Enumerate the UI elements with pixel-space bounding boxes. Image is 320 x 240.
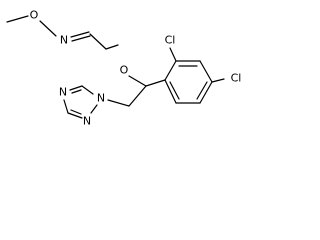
bond-ch-ch2 — [89, 33, 107, 50]
bonds — [6, 15, 166, 107]
bond-ch-ch2-triazole — [128, 85, 147, 107]
tz-bond-c3-n2 — [67, 112, 83, 119]
bond-ch2-oether — [105, 44, 119, 50]
tz-bond-n1-c5 — [81, 85, 94, 95]
bond-n-ch-double-2 — [71, 35, 91, 42]
atom-n-triazole-1: N — [97, 92, 105, 105]
atom-n-oxime: N — [60, 34, 68, 47]
atom-cl-ortho: Cl — [165, 34, 176, 47]
atom-o-methoxy: O — [30, 9, 39, 22]
chemical-structure-diagram: O N O Cl Cl N N N — [6, 9, 242, 128]
bond-ring-cl-para — [211, 78, 225, 83]
atom-o-ether: O — [120, 64, 129, 77]
bond-ch2-ntz — [107, 99, 130, 107]
bond-methyl-o — [6, 15, 29, 23]
tz-bond-c5-n4 — [69, 85, 83, 91]
ring-bond-4 — [199, 81, 213, 104]
tz-bond-n4-c3 — [63, 99, 69, 114]
tz-bond-n2-n1 — [90, 104, 98, 114]
bond-ring-cl-ortho — [169, 47, 177, 62]
ring-double-2 — [196, 81, 208, 100]
triazole-ring — [63, 85, 98, 119]
atom-n-triazole-4: N — [59, 86, 67, 99]
bond-oether-ch-main — [128, 75, 147, 87]
tz-bond-c3-n2-double — [70, 109, 82, 115]
atom-cl-para: Cl — [231, 72, 242, 85]
ring-bond-1 — [164, 60, 177, 81]
benzene-ring — [164, 47, 225, 104]
bond-o-n — [39, 20, 57, 37]
ring-bond-6 — [164, 79, 177, 104]
bond-ch-aryl — [145, 79, 166, 87]
tz-bond-c5-n4-inner — [71, 89, 82, 94]
ring-double-3 — [169, 81, 180, 100]
bond-n-ch-double-1 — [70, 31, 90, 38]
atom-n-triazole-2: N — [83, 115, 91, 128]
ring-bond-3 — [199, 60, 213, 83]
atom-labels: O N O Cl Cl N N N — [30, 9, 242, 128]
